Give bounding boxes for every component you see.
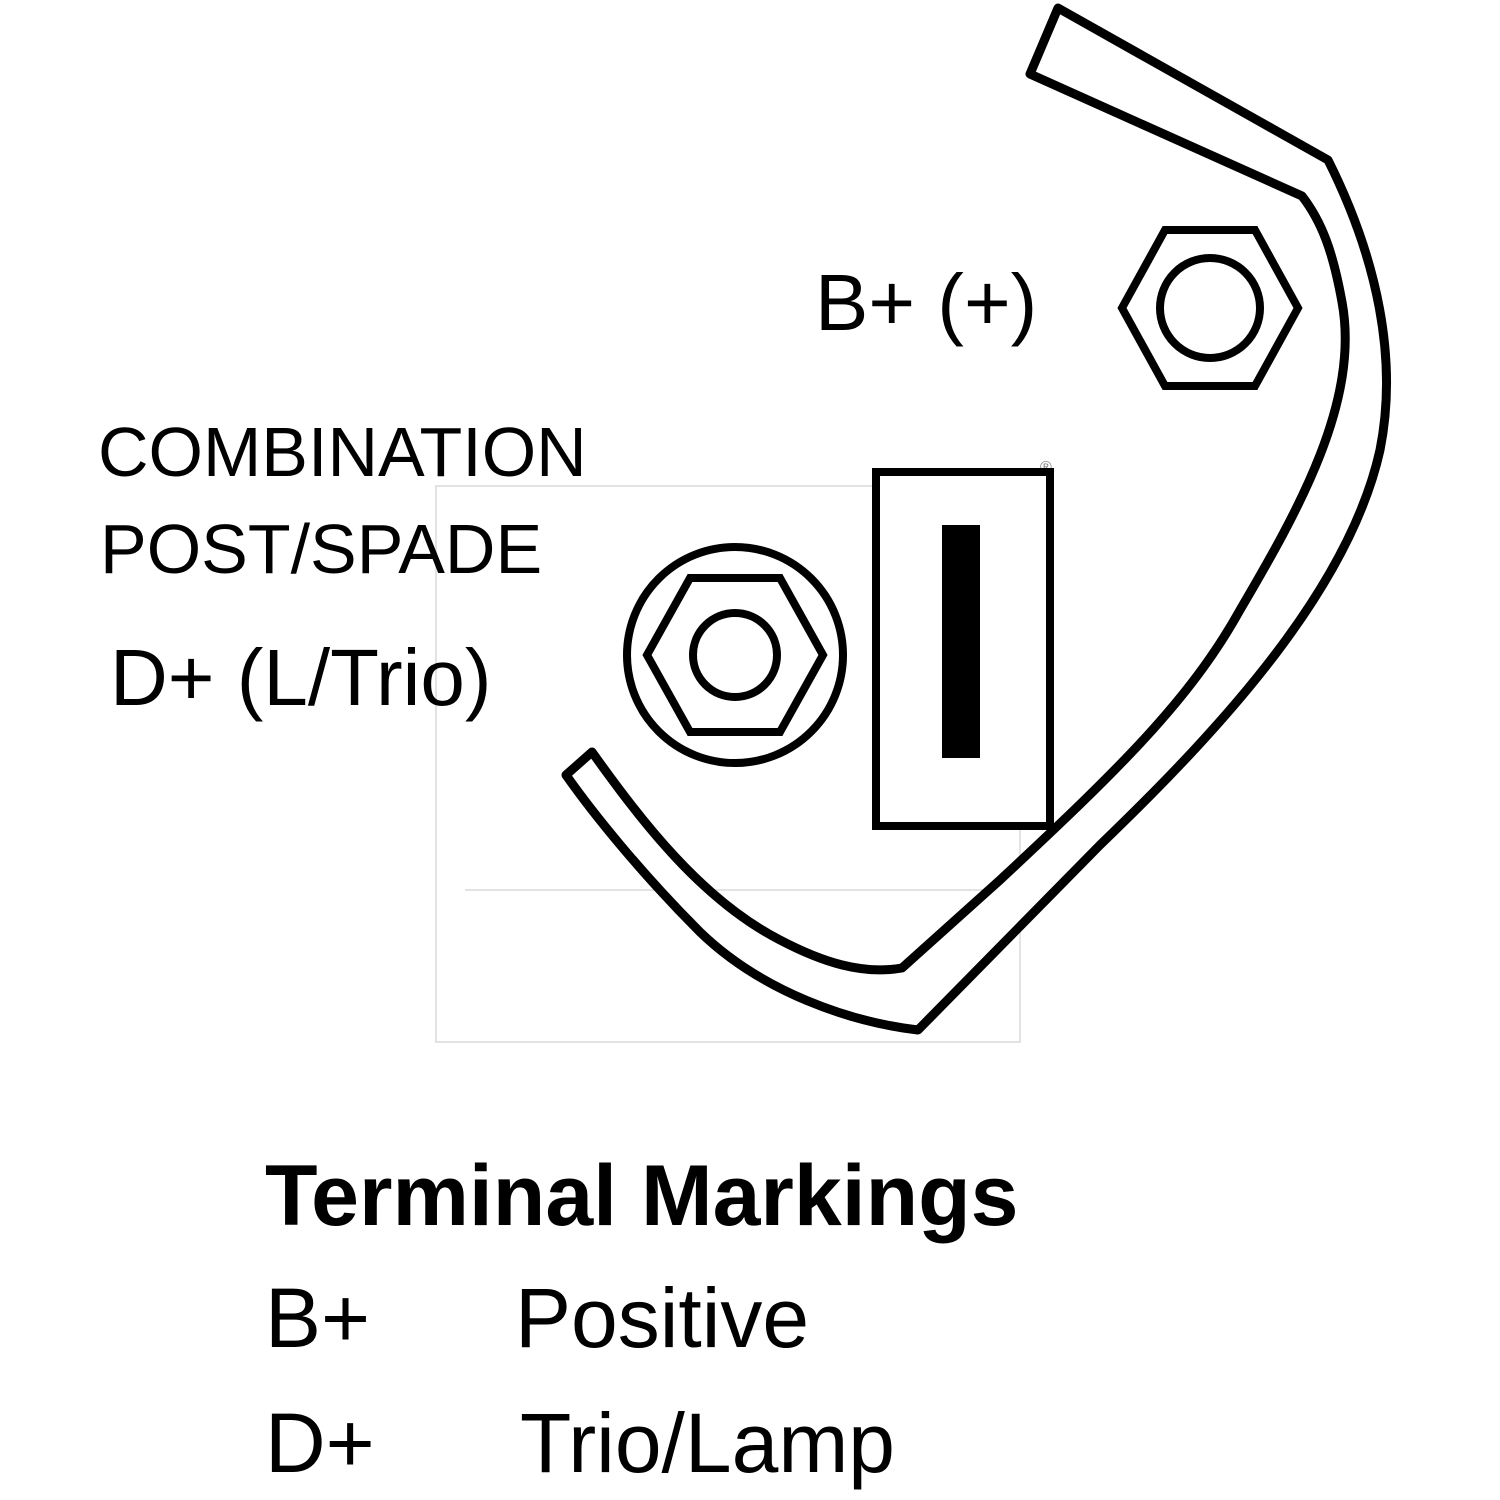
- legend-code-b-plus: B+: [265, 1271, 370, 1365]
- combination-label-line1: COMBINATION: [98, 413, 587, 491]
- legend-meaning-trio-lamp: Trio/Lamp: [520, 1396, 895, 1490]
- d-plus-nut: [623, 543, 847, 767]
- bracket-outline: [561, 3, 1391, 1035]
- legend-code-d-plus: D+: [265, 1396, 375, 1490]
- b-plus-nut: [1117, 226, 1303, 390]
- legend-meaning-positive: Positive: [515, 1271, 809, 1365]
- d-plus-label: D+ (L/Trio): [110, 633, 492, 722]
- legend-title: Terminal Markings: [265, 1148, 1019, 1244]
- combination-label-line2: POST/SPADE: [100, 510, 542, 588]
- spade-terminal: [872, 468, 1054, 830]
- b-plus-label: B+ (+): [815, 258, 1037, 347]
